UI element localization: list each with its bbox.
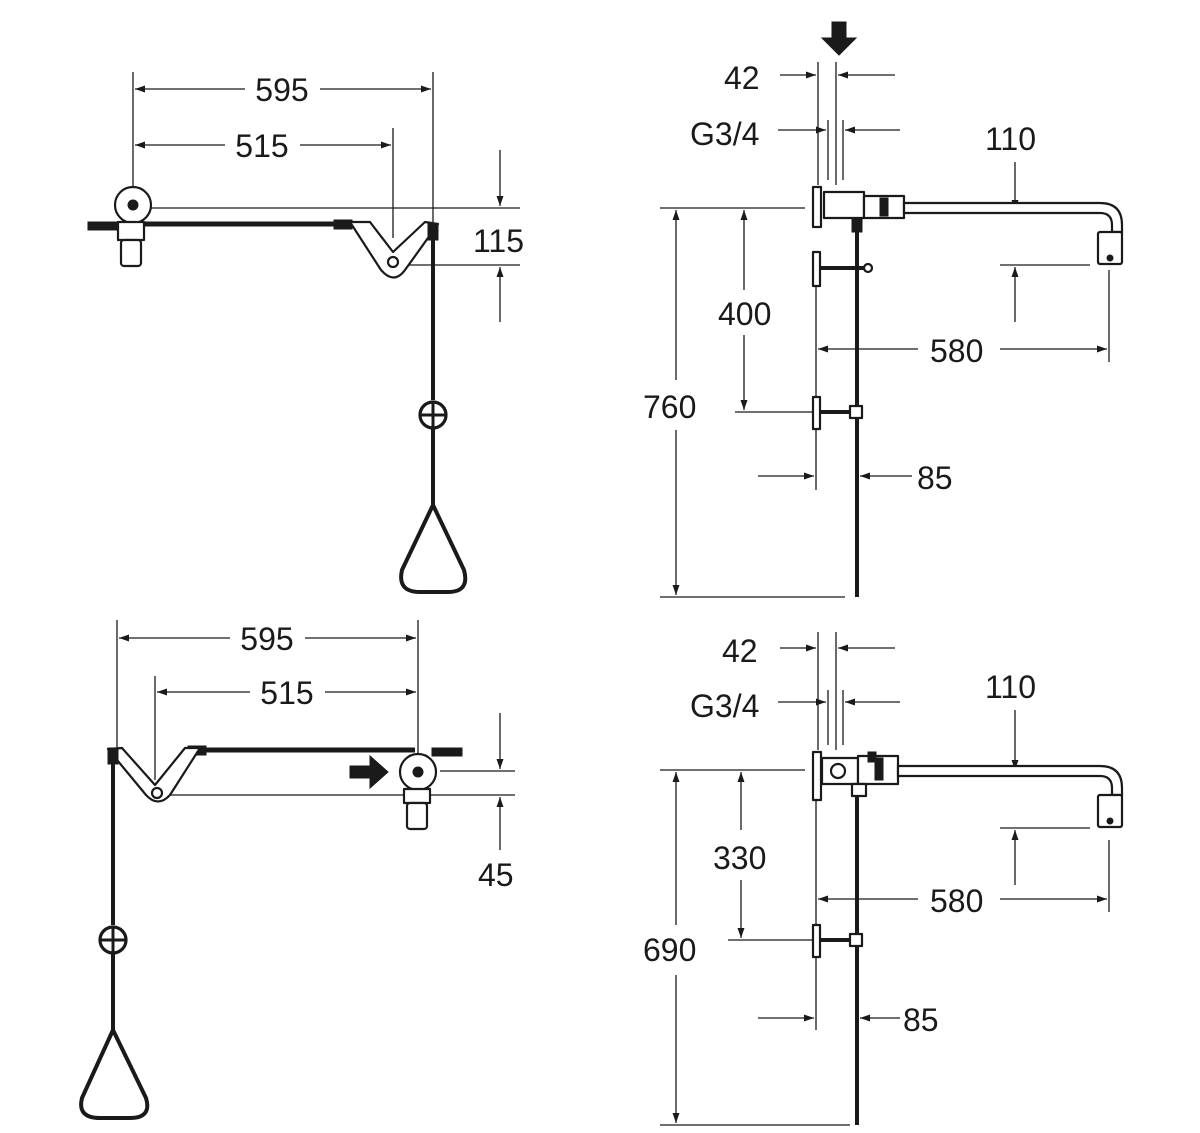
top-left-view: 595 515 115 xyxy=(87,72,524,594)
dimension-total-height: 760 xyxy=(643,389,696,425)
outlet-pipe-2 xyxy=(896,764,1124,797)
eye-shower-head xyxy=(1096,230,1124,266)
wall-plate-2 xyxy=(811,750,823,802)
pull-handle-2 xyxy=(79,1028,150,1120)
dimension-bracket-spacing-2: 330 xyxy=(713,840,766,876)
dimension-connection-width: 42 xyxy=(724,60,760,96)
dimension-overall-width-2: 595 xyxy=(240,621,293,657)
hand-wheel xyxy=(418,400,448,430)
pull-handle xyxy=(399,503,468,594)
dimension-rod-offset: 85 xyxy=(917,460,953,496)
bottom-left-view: 595 515 45 xyxy=(79,620,515,1120)
dimension-thread: G3/4 xyxy=(690,116,759,152)
dimension-overall-width: 595 xyxy=(255,72,308,108)
supply-arrow-icon xyxy=(820,21,858,56)
dimension-total-height-2: 690 xyxy=(643,932,696,968)
dimension-connection-width-2: 42 xyxy=(722,633,758,669)
dimension-pivot-width-2: 515 xyxy=(260,675,313,711)
hand-wheel-2 xyxy=(98,925,128,955)
dimension-reach-2: 580 xyxy=(930,883,983,919)
dimension-bracket-spacing: 400 xyxy=(718,296,771,332)
dimension-drop-height-2: 45 xyxy=(478,857,514,893)
valve-housing xyxy=(822,190,866,220)
dimension-outlet-drop: 110 xyxy=(985,121,1036,157)
eye-shower-head-2 xyxy=(1096,793,1124,829)
dimension-drop-height: 115 xyxy=(473,223,524,259)
flow-direction-arrow-icon xyxy=(349,754,389,790)
dimension-pivot-width: 515 xyxy=(235,128,288,164)
dimension-reach: 580 xyxy=(930,333,983,369)
bottom-right-view: 42 G3/4 110 690 330 580 85 xyxy=(643,632,1124,1126)
dimension-thread-2: G3/4 xyxy=(690,688,759,724)
top-right-view: 42 G3/4 110 760 400 580 85 xyxy=(643,21,1124,598)
dimension-outlet-drop-2: 110 xyxy=(985,669,1036,705)
valve-body-2 xyxy=(398,747,463,831)
lever-bracket-2 xyxy=(106,746,202,803)
lever-bracket xyxy=(348,220,440,279)
valve-body xyxy=(87,185,153,268)
wall-plate xyxy=(811,185,823,229)
outlet-pipe xyxy=(902,201,1124,234)
dimension-rod-offset-2: 85 xyxy=(903,1002,939,1038)
